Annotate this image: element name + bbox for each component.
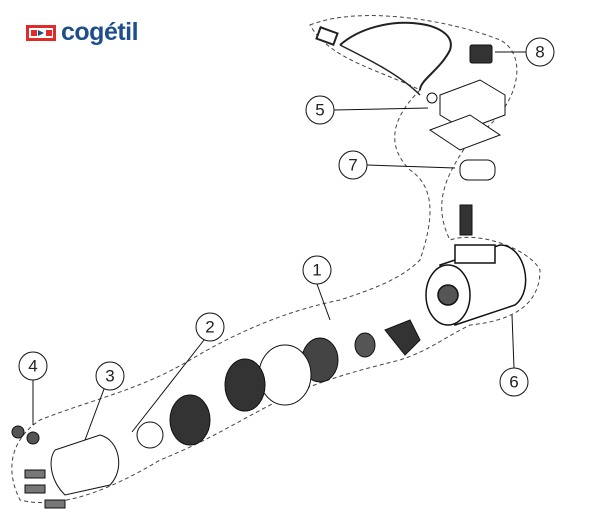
assembly-outline: [11, 15, 541, 504]
motor-part: [425, 244, 527, 326]
callout-4: 4: [18, 351, 48, 381]
callout-7: 7: [338, 150, 368, 180]
svg-text:3: 3: [105, 367, 114, 386]
callout-2: 2: [195, 312, 225, 342]
svg-text:6: 6: [509, 373, 518, 392]
fittings-part: [11, 425, 40, 445]
callout-1: 1: [302, 255, 332, 285]
svg-text:7: 7: [348, 156, 357, 175]
logo-mark-icon: [26, 24, 56, 41]
callout-8: 8: [525, 37, 555, 67]
callout-5: 5: [305, 95, 335, 125]
valve-plates-part: [224, 319, 421, 412]
capacitor-part: [459, 159, 496, 236]
power-cable: [315, 21, 452, 96]
svg-text:4: 4: [28, 357, 37, 376]
callout-3: 3: [95, 361, 125, 391]
brand-logo: cogétil: [26, 18, 139, 47]
pump-head-part: [24, 434, 120, 509]
callout-6: 6: [499, 367, 529, 397]
svg-text:1: 1: [312, 261, 321, 280]
svg-text:2: 2: [205, 318, 214, 337]
svg-text:8: 8: [535, 43, 544, 62]
diaphragm-head-part: [136, 394, 211, 449]
terminal-box-part: [426, 79, 506, 151]
switch-part: [469, 44, 493, 64]
leader-lines: [32, 51, 526, 441]
svg-text:5: 5: [315, 101, 324, 120]
brand-name: cogétil: [61, 18, 139, 46]
